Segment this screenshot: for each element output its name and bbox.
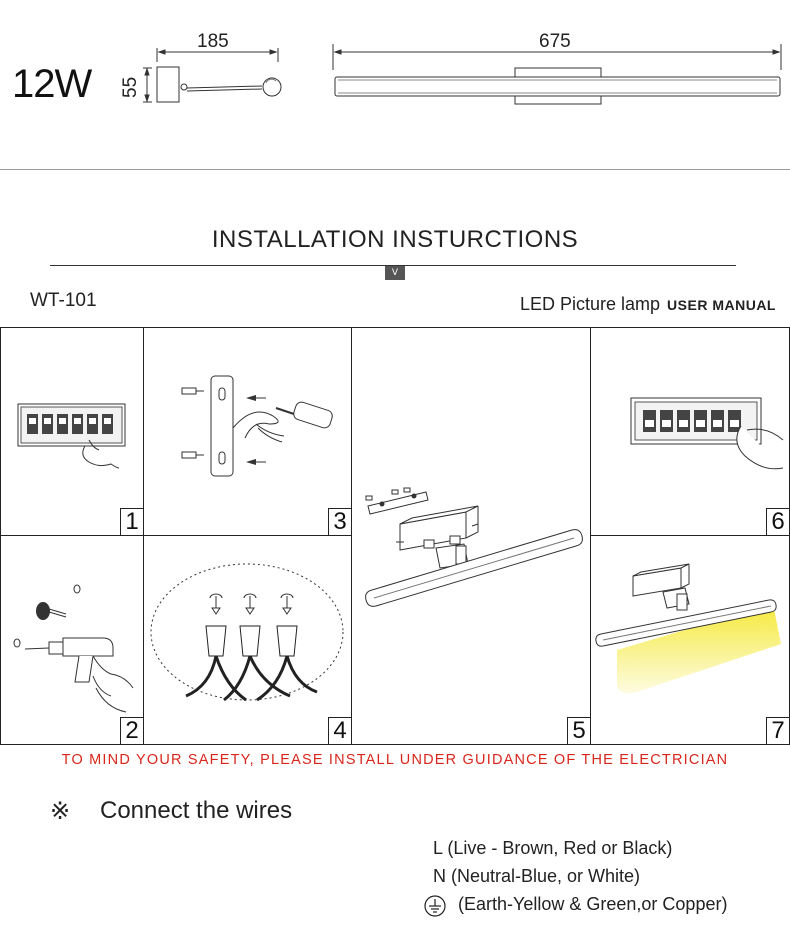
step-6-number: 6: [766, 508, 789, 535]
installation-title: INSTALLATION INSTURCTIONS: [211, 226, 579, 253]
chevron-badge-icon: V: [385, 266, 405, 280]
front-view-drawing: [332, 44, 782, 105]
product-title: LED Picture lamp USER MANUAL: [520, 294, 776, 315]
switch-off-icon: [17, 403, 126, 469]
step-5-panel: 5: [351, 327, 591, 745]
dim-width-label: 185: [197, 31, 229, 52]
product-name: LED Picture lamp: [519, 294, 661, 314]
wire-earth-label: (Earth-Yellow & Green,or Copper): [458, 894, 728, 914]
power-rating: 12W: [12, 62, 92, 106]
step-7-panel: 7: [590, 535, 790, 745]
safety-warning: TO MIND YOUR SAFETY, PLEASE INSTALL UNDE…: [61, 752, 729, 768]
assemble-lamp-icon: [365, 487, 583, 607]
connect-wires-heading: Connect the wires: [100, 797, 293, 824]
step-3-panel: 3: [143, 327, 352, 536]
step-2-panel: 2: [0, 535, 144, 745]
step-5-number: 5: [567, 717, 590, 744]
step-1-panel: 1: [0, 327, 144, 536]
steps-grid: 1 2: [0, 327, 790, 745]
reference-mark-icon: ※: [50, 798, 71, 825]
side-view-drawing: [143, 48, 282, 103]
wire-connectors-icon: [150, 563, 344, 702]
model-number: WT-101: [30, 290, 97, 311]
step-6-panel: 6: [590, 327, 790, 536]
drill-wall-icon: [13, 584, 134, 713]
step-2-number: 2: [120, 717, 143, 744]
wire-live-label: L (Live - Brown, Red or Black): [433, 838, 673, 858]
switch-on-icon: [630, 397, 784, 470]
dimension-drawing: [0, 44, 790, 170]
step-3-number: 3: [328, 508, 351, 535]
step-1-number: 1: [120, 508, 143, 535]
step-7-number: 7: [766, 717, 789, 744]
mount-bracket-icon: [181, 375, 333, 477]
title-underline: [50, 265, 736, 266]
dim-height-label: 55: [120, 76, 141, 98]
lamp-lit-icon: [595, 563, 781, 694]
dim-length-label: 675: [539, 31, 571, 52]
earth-ground-icon: [424, 895, 446, 917]
step-4-number: 4: [328, 717, 351, 744]
step-4-panel: 4: [143, 535, 352, 745]
user-manual-label: USER MANUAL: [667, 297, 776, 313]
wire-neutral-label: N (Neutral-Blue, or White): [433, 866, 641, 886]
